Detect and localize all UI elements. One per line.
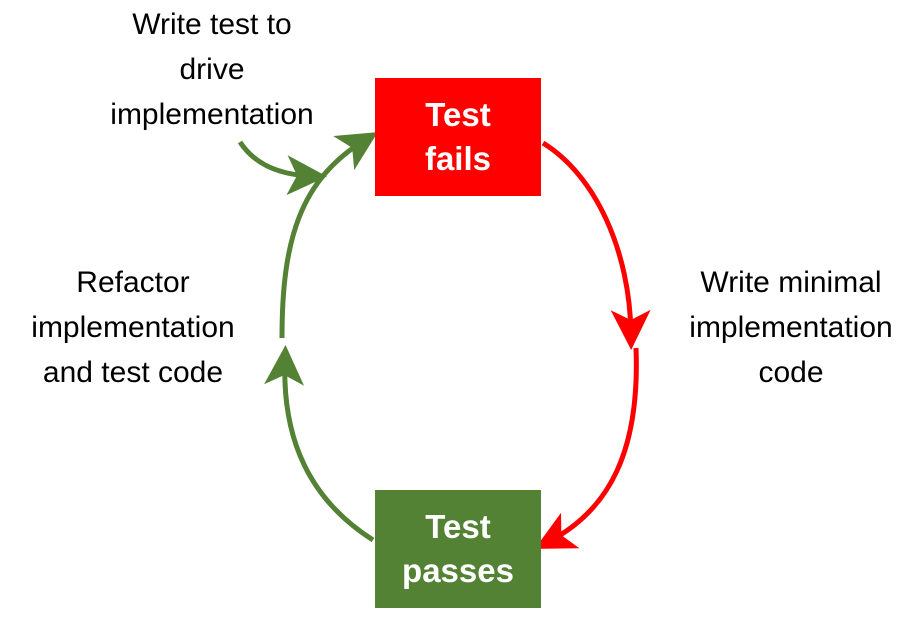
write-test-label: Write test to drive implementation: [80, 2, 344, 137]
test-passes-line2: passes: [402, 552, 514, 589]
red-arrow-upper: [541, 140, 651, 350]
test-fails-box: Test fails: [375, 78, 541, 196]
green-arrow-upper: [279, 132, 378, 339]
test-fails-line2: fails: [424, 140, 492, 177]
write-test-line1: Write test to: [132, 8, 292, 41]
refactor-line1: Refactor: [76, 266, 190, 299]
refactor-line2: implementation: [31, 311, 235, 344]
test-fails-line1: Test: [425, 96, 491, 133]
write-test-line2: drive: [179, 53, 245, 86]
green-arrow-write-test: [237, 140, 327, 196]
minimal-line1: Write minimal: [700, 266, 882, 299]
refactor-line3: and test code: [42, 356, 224, 389]
green-arrow-lower: [264, 345, 375, 543]
minimal-line2: implementation: [689, 311, 893, 344]
write-test-line3: implementation: [110, 98, 314, 131]
minimal-line3: code: [758, 356, 824, 389]
minimal-implementation-label: Write minimal implementation code: [662, 260, 920, 395]
red-arrow-lower: [534, 347, 639, 549]
refactor-label: Refactor implementation and test code: [2, 260, 264, 395]
test-passes-box: Test passes: [375, 490, 541, 608]
test-passes-line1: Test: [425, 508, 491, 545]
